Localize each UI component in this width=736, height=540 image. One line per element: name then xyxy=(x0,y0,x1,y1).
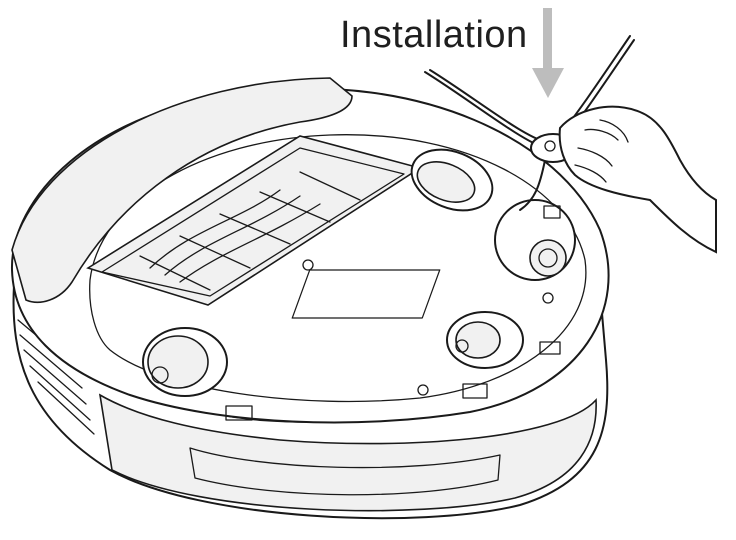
hand-illustration xyxy=(558,105,717,254)
label-plate xyxy=(291,269,441,319)
robot-vacuum-underside xyxy=(10,77,610,520)
left-wheel xyxy=(142,327,228,397)
installation-caption: Installation xyxy=(340,14,528,56)
down-arrow-icon xyxy=(532,8,564,98)
main-brush xyxy=(139,171,361,291)
side-brush-mount xyxy=(494,199,576,281)
right-wheel xyxy=(410,148,494,212)
caster-wheel xyxy=(446,311,524,369)
